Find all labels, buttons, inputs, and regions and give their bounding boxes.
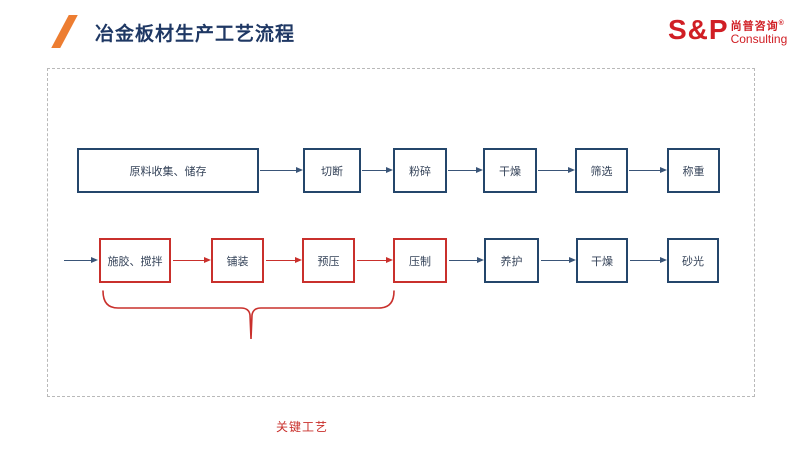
logo-chinese-name: 尚普咨询®: [730, 20, 785, 33]
registered-mark: ®: [778, 20, 785, 27]
flow-node-pressing: 压制: [393, 238, 447, 283]
flow-arrow: [541, 257, 576, 263]
flow-node-weighing: 称重: [667, 148, 720, 193]
flow-node-prepressing: 预压: [302, 238, 355, 283]
flow-arrow: [538, 167, 575, 173]
flow-node-cutting: 切断: [303, 148, 361, 193]
flow-arrow: [357, 257, 393, 263]
key-process-brace: [102, 290, 395, 340]
title-slash-icon: [51, 15, 78, 48]
logo-sp-text: S&P: [668, 14, 729, 45]
flow-node-gluing-mixing: 施胶、搅拌: [99, 238, 171, 283]
company-logo: S&P 尚普咨询® Consulting: [668, 16, 787, 46]
flow-arrow: [266, 257, 302, 263]
flow-node-drying: 干燥: [483, 148, 537, 193]
key-process-label: 关键工艺: [275, 420, 328, 434]
flow-node-curing: 养护: [484, 238, 539, 283]
flow-node-drying-2: 干燥: [576, 238, 628, 283]
flow-arrow: [173, 257, 211, 263]
flow-arrow: [629, 167, 667, 173]
flow-arrow: [260, 167, 303, 173]
page-title: 冶金板材生产工艺流程: [95, 24, 296, 45]
flow-arrow: [64, 257, 98, 263]
logo-english-name: Consulting: [730, 31, 788, 46]
flow-node-collect-store: 原料收集、储存: [77, 148, 259, 193]
flow-node-paving: 铺装: [211, 238, 264, 283]
flow-node-sanding: 砂光: [667, 238, 719, 283]
flow-arrow: [630, 257, 667, 263]
flow-node-crushing: 粉碎: [393, 148, 447, 193]
flow-node-screening: 筛选: [575, 148, 628, 193]
flow-arrow: [448, 167, 483, 173]
flow-arrow: [449, 257, 484, 263]
diagram-canvas: 原料收集、储存 切断 粉碎 干燥 筛选 称重 施胶、搅拌 铺装 预压 压制 养护…: [47, 68, 755, 434]
flow-arrow: [362, 167, 393, 173]
